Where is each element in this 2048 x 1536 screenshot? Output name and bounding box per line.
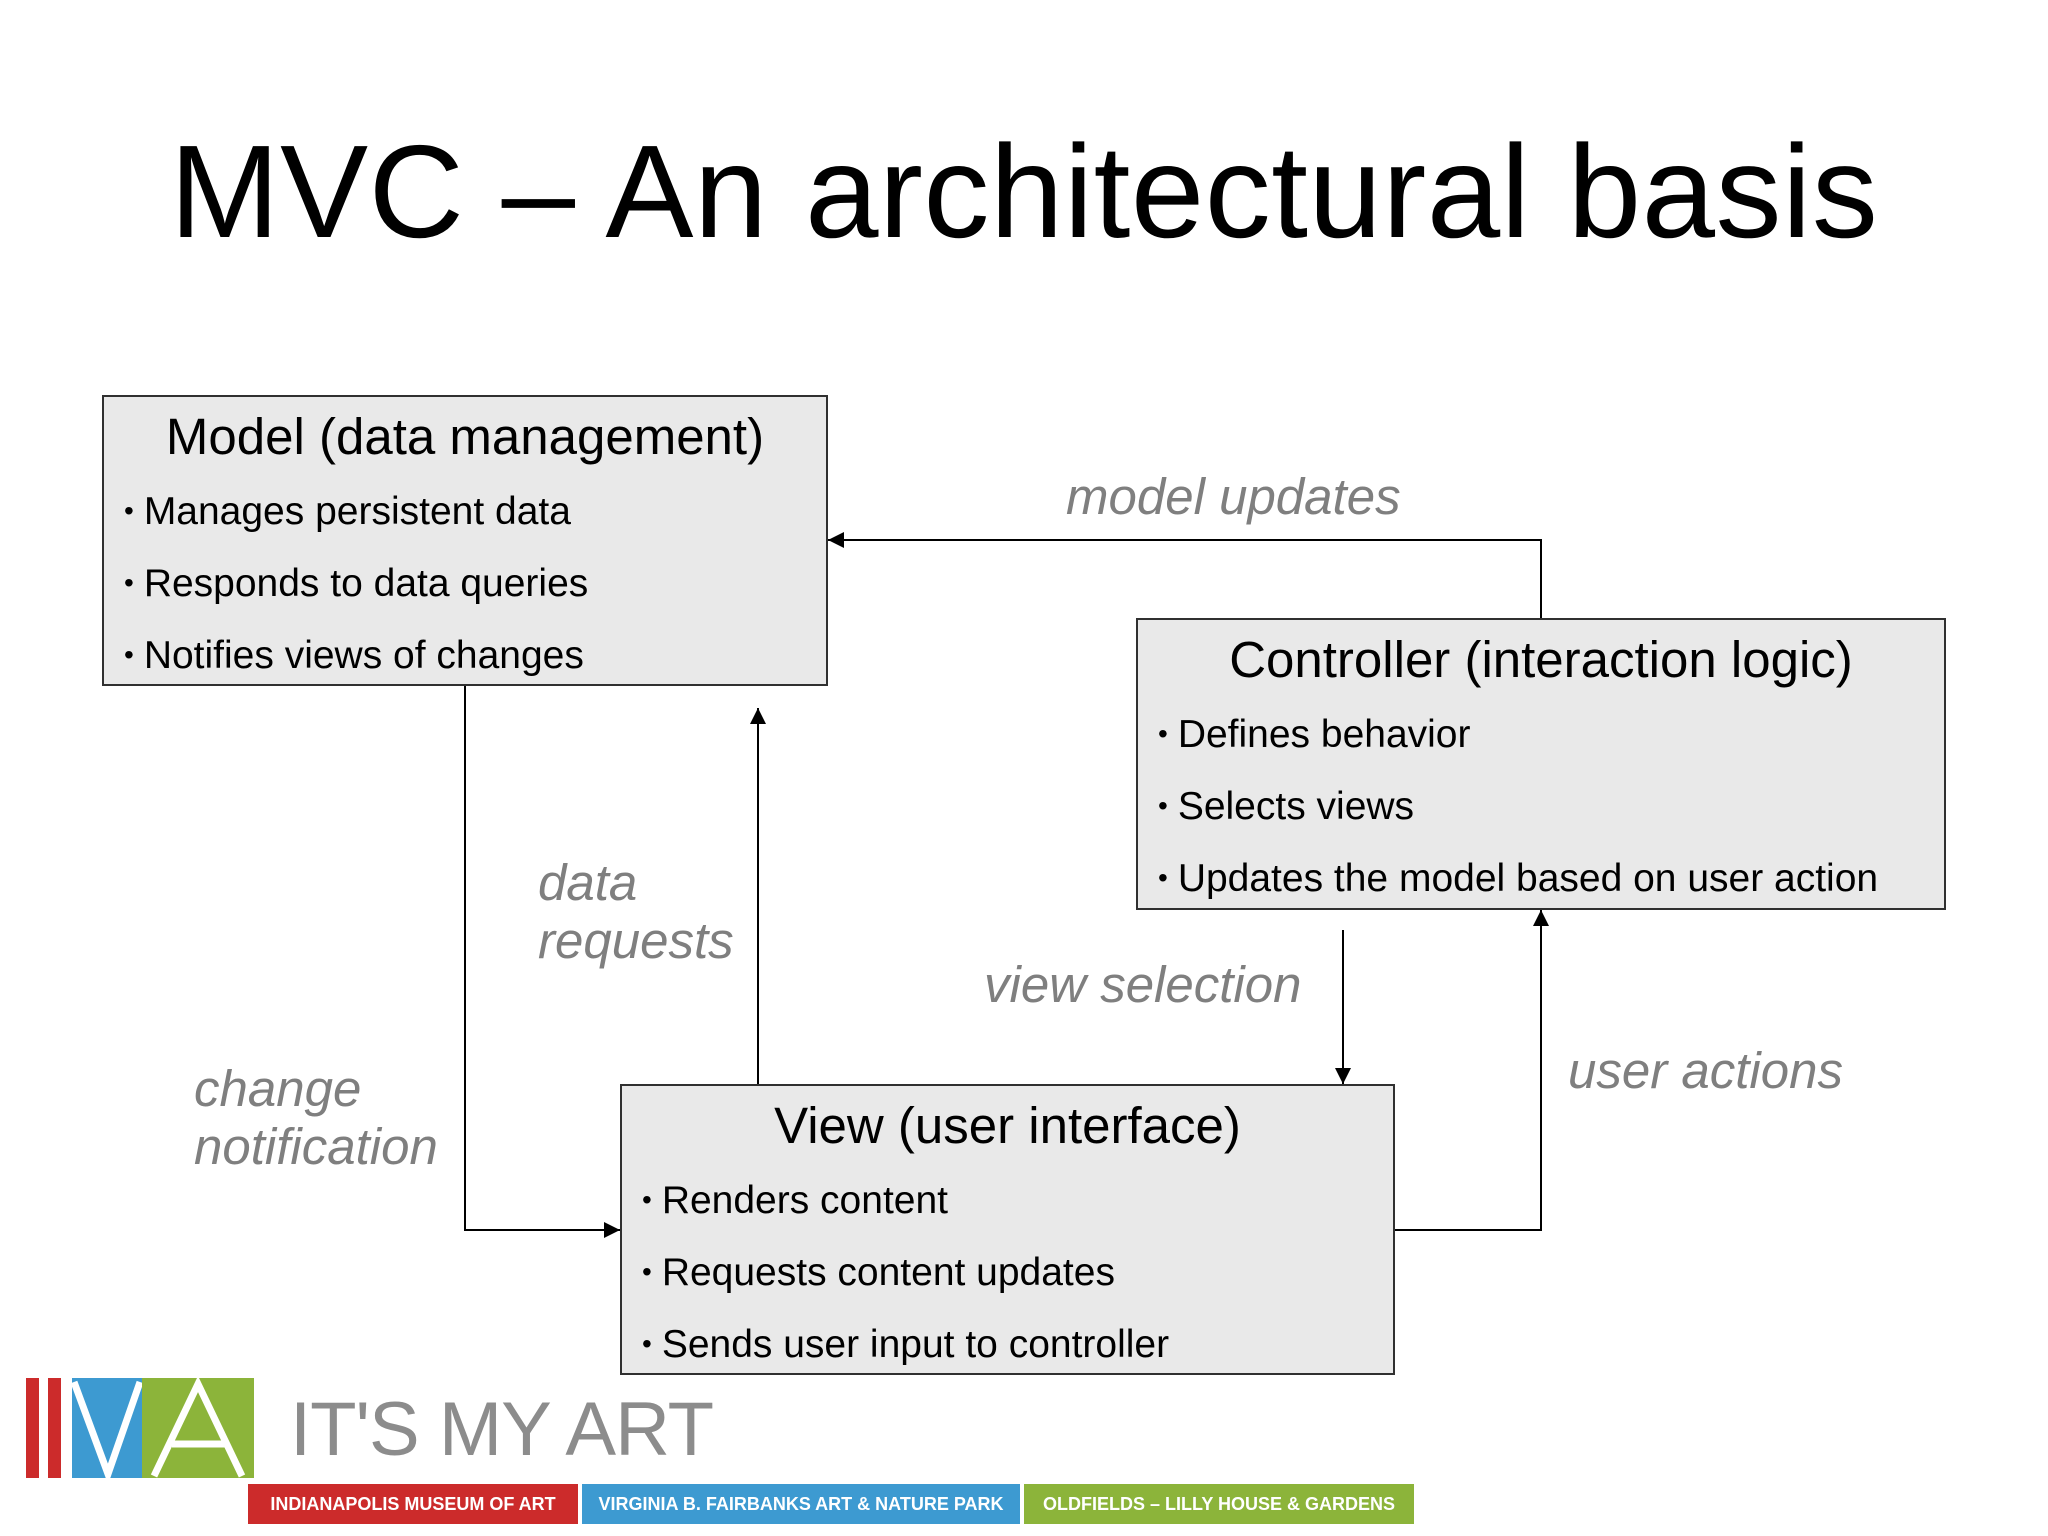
arrow-change-notification <box>464 686 620 1238</box>
ima-bar-oldfields: OLDFIELDS – LILLY HOUSE & GARDENS <box>1024 1484 1414 1524</box>
view-title: View (user interface) <box>774 1097 1241 1154</box>
controller-bullet: Selects views <box>1138 770 1944 842</box>
view-bullets: Renders content Requests content updates… <box>622 1164 1393 1380</box>
model-box: Model (data management) Manages persiste… <box>102 395 828 686</box>
controller-box: Controller (interaction logic) Defines b… <box>1136 618 1946 910</box>
label-user-actions: user actions <box>1568 1042 1843 1099</box>
label-model-updates: model updates <box>1066 468 1401 525</box>
view-box: View (user interface) Renders content Re… <box>620 1084 1395 1375</box>
model-bullet: Manages persistent data <box>104 475 826 547</box>
label-change-notification-line2: notification <box>194 1118 438 1175</box>
controller-bullets: Defines behavior Selects views Updates t… <box>1138 698 1944 914</box>
label-change-notification-line1: change <box>194 1060 362 1117</box>
ima-bar-museum: INDIANAPOLIS MUSEUM OF ART <box>248 1484 578 1524</box>
view-bullet: Sends user input to controller <box>622 1308 1393 1380</box>
model-title: Model (data management) <box>165 408 765 465</box>
label-data-requests-line2: requests <box>538 912 734 969</box>
ima-logo-mark <box>26 1375 254 1485</box>
label-view-selection: view selection <box>984 956 1302 1013</box>
slide-title: MVC – An architectural basis <box>169 118 1879 265</box>
model-bullet: Notifies views of changes <box>104 619 826 691</box>
ima-bar-park: VIRGINIA B. FAIRBANKS ART & NATURE PARK <box>582 1484 1020 1524</box>
controller-title: Controller (interaction logic) <box>1229 631 1853 688</box>
controller-bullet: Defines behavior <box>1138 698 1944 770</box>
view-bullet: Requests content updates <box>622 1236 1393 1308</box>
view-bullet: Renders content <box>622 1164 1393 1236</box>
model-bullet: Responds to data queries <box>104 547 826 619</box>
label-data-requests-line1: data <box>538 854 638 911</box>
ima-logo: IT'S MY ART INDIANAPOLIS MUSEUM OF ART V… <box>20 1370 1420 1524</box>
arrow-model-updates <box>828 532 1542 618</box>
ima-wordmark: IT'S MY ART <box>290 1387 714 1472</box>
controller-bullet: Updates the model based on user action <box>1138 842 1944 914</box>
model-bullets: Manages persistent data Responds to data… <box>104 475 826 691</box>
arrow-user-actions <box>1395 910 1549 1231</box>
